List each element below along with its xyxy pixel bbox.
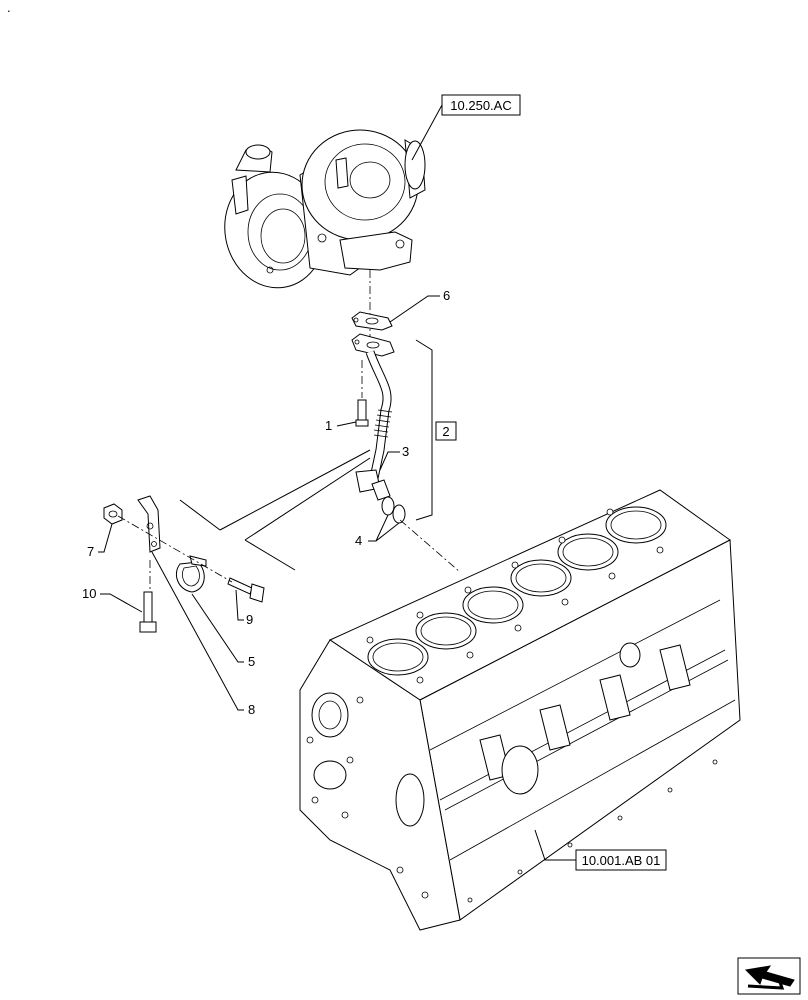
pipe-clamp-leader-c xyxy=(244,457,371,541)
reference-engine-block[interactable]: 10.001.AB 01 xyxy=(575,849,667,871)
bolt-9 xyxy=(227,577,265,603)
group-bracket xyxy=(415,339,433,521)
pipe-clamp-leader-d xyxy=(244,539,296,571)
svg-text:4: 4 xyxy=(355,533,362,548)
engine-block-drawing xyxy=(299,489,741,931)
corner-mark: . xyxy=(7,0,11,15)
reference-engine-block-leader xyxy=(534,829,576,861)
callout-9: 9 xyxy=(235,589,253,627)
next-page-arrow-icon[interactable] xyxy=(737,957,801,995)
svg-text:10.250.AC: 10.250.AC xyxy=(450,98,511,113)
pipe-clamp-leader-b xyxy=(179,499,221,531)
callout-3: 3 xyxy=(379,444,409,471)
svg-text:6: 6 xyxy=(443,288,450,303)
nut-7 xyxy=(103,503,123,525)
callout-8: 8 xyxy=(151,551,255,717)
svg-text:2: 2 xyxy=(442,424,449,439)
hardware-centerline xyxy=(117,515,233,583)
o-rings-4 xyxy=(381,496,406,524)
svg-text:5: 5 xyxy=(248,654,255,669)
gasket-6 xyxy=(351,311,393,331)
clamp-5 xyxy=(176,555,207,593)
bolt-10 xyxy=(139,591,157,633)
reference-turbocharger-leader xyxy=(411,104,443,161)
svg-text:10.001.AB 01: 10.001.AB 01 xyxy=(582,853,661,868)
callout-4: 4 xyxy=(355,514,400,548)
svg-text:8: 8 xyxy=(248,702,255,717)
oil-drain-pipe xyxy=(355,350,393,501)
callout-1: 1 xyxy=(325,418,357,433)
callout-6: 6 xyxy=(389,288,450,323)
bracket-8 xyxy=(137,495,161,553)
callout-7: 7 xyxy=(87,523,113,559)
svg-text:10: 10 xyxy=(82,586,96,601)
callout-5: 5 xyxy=(191,593,255,669)
svg-text:1: 1 xyxy=(325,418,332,433)
group-label-box[interactable]: 2 xyxy=(435,421,457,441)
pipe-flange xyxy=(351,333,395,357)
pipe-clamp-leader-a xyxy=(219,449,371,531)
reference-turbocharger[interactable]: 10.250.AC xyxy=(441,94,521,116)
bolt-1 xyxy=(355,360,369,427)
callout-10: 10 xyxy=(82,586,143,613)
svg-text:3: 3 xyxy=(402,444,409,459)
turbocharger-drawing xyxy=(224,129,426,289)
assembly-centerline-bottom xyxy=(399,519,461,573)
svg-text:7: 7 xyxy=(87,544,94,559)
svg-text:9: 9 xyxy=(246,612,253,627)
